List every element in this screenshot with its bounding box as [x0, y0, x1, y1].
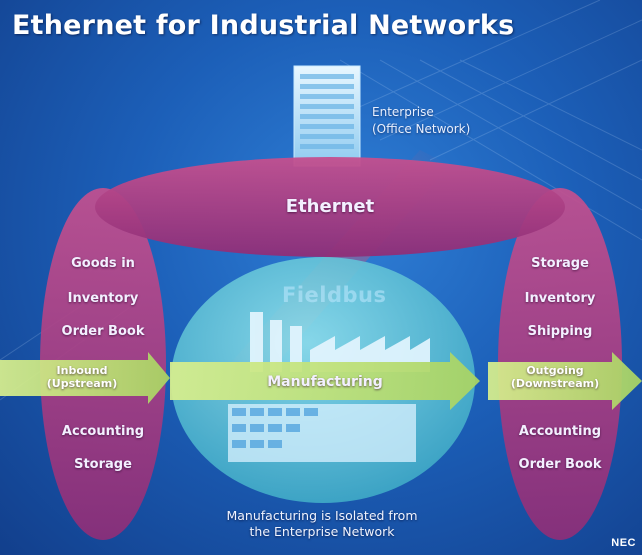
left-item-accounting: Accounting — [61, 424, 145, 439]
fieldbus-label: Fieldbus — [282, 283, 387, 307]
left-item-storage: Storage — [74, 457, 132, 472]
enterprise-label-line1: Enterprise — [372, 105, 434, 119]
inbound-label-line2: (Upstream) — [46, 377, 118, 390]
outgoing-label-line2: (Downstream) — [510, 377, 600, 390]
inbound-arrow — [0, 352, 170, 404]
right-item-shipping: Shipping — [527, 324, 593, 339]
isolation-note: Manufacturing is Isolated from the Enter… — [226, 508, 417, 540]
inbound-label-line1: Inbound — [56, 364, 108, 377]
outgoing-arrow — [488, 352, 642, 410]
right-item-accounting: Accounting — [518, 424, 602, 439]
data-blocks-icon — [228, 404, 416, 462]
left-item-goods-in: Goods in — [71, 256, 135, 271]
left-item-order-book: Order Book — [61, 324, 145, 339]
manufacturing-arrow — [170, 352, 480, 410]
right-item-inventory: Inventory — [524, 291, 596, 306]
outgoing-label-line1: Outgoing — [526, 364, 584, 377]
isolation-note-line1: Manufacturing is Isolated from — [226, 508, 418, 523]
manufacturing-label: Manufacturing — [267, 374, 383, 390]
enterprise-label-line2: (Office Network) — [372, 122, 471, 136]
ethernet-label: Ethernet — [285, 196, 375, 217]
page-title: Ethernet for Industrial Networks — [12, 10, 515, 41]
left-item-inventory: Inventory — [67, 291, 139, 306]
right-item-storage: Storage — [531, 256, 589, 271]
enterprise-building-icon — [293, 65, 361, 167]
isolation-note-line2: the Enterprise Network — [249, 524, 395, 539]
ethernet-ellipse — [95, 157, 565, 257]
nec-logo: NEC — [611, 537, 636, 549]
right-item-order-book: Order Book — [518, 457, 602, 472]
enterprise-label: Enterprise (Office Network) — [372, 104, 470, 138]
